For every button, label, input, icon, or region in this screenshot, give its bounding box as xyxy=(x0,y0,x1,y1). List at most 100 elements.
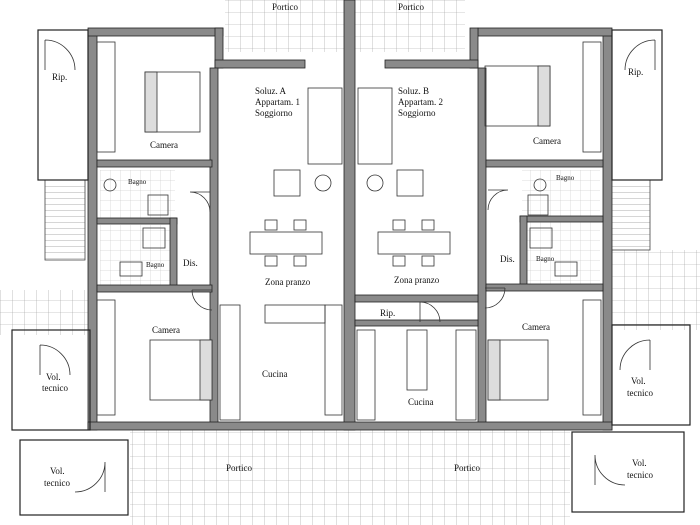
kitchen-island-b xyxy=(406,329,428,391)
armchair-a xyxy=(273,169,301,197)
label-bagno-mid-right: Bagno xyxy=(536,255,555,263)
side-table-b xyxy=(366,174,384,192)
label-portico-bottom-left: Portico xyxy=(226,463,252,473)
furniture xyxy=(96,41,602,421)
chair-b3 xyxy=(392,255,406,267)
label-zona-pranzo-left: Zona pranzo xyxy=(265,277,311,287)
vol-tecnico-right-bottom-box xyxy=(571,431,685,513)
wall-top-living-a xyxy=(214,59,306,69)
vol-tecnico-left-top-box xyxy=(11,329,91,431)
label-camera-top-right: Camera xyxy=(533,136,561,146)
kitchen-counter-b xyxy=(356,329,376,421)
chair-b1 xyxy=(392,219,406,231)
sofa-b xyxy=(357,87,393,165)
wall-bed1-bottom-left xyxy=(96,159,213,168)
walls xyxy=(87,0,613,431)
label-bagno-mid-left: Bagno xyxy=(146,261,165,269)
vol-tecnico-rooms xyxy=(11,29,691,516)
bed-bottom-right-pillow xyxy=(487,339,501,401)
label-portico-top-right: Portico xyxy=(398,2,424,12)
sofa-a xyxy=(307,87,343,165)
label-vol-tecnico-left-top-2: tecnico xyxy=(42,383,68,393)
hatched-floors xyxy=(100,170,600,285)
label-camera-bottom-right: Camera xyxy=(522,322,550,332)
sink-top-left xyxy=(103,178,117,192)
label-unit-a-line2: Appartam. 1 xyxy=(255,97,300,107)
bath-top-left-floor xyxy=(100,170,175,218)
label-vol-tecnico-right-top-1: Vol. xyxy=(631,376,646,386)
label-zona-pranzo-right: Zona pranzo xyxy=(394,275,440,285)
label-unit-b-line2: Appartam. 2 xyxy=(398,97,443,107)
door-bed2-right xyxy=(484,287,506,309)
door-vol-left xyxy=(39,344,71,376)
bath-mid-left-floor xyxy=(100,225,175,285)
wall-left-outer xyxy=(87,29,98,431)
door-bath-right xyxy=(487,189,509,211)
dining-table-a xyxy=(249,231,323,255)
label-unit-b-line3: Soggiorno xyxy=(398,108,436,118)
label-vol-tecnico-right-bottom-1: Vol. xyxy=(632,458,647,468)
bidet-mid-left xyxy=(119,261,143,277)
kitchen-counter-a-wall xyxy=(219,304,241,421)
label-vol-tecnico-left-top-1: Vol. xyxy=(46,372,61,382)
label-vol-tecnico-right-bottom-2: tecnico xyxy=(627,470,653,480)
door-bed2-left xyxy=(191,289,213,311)
wall-bed1-bottom-right xyxy=(485,159,604,168)
wall-top-right xyxy=(477,27,613,37)
label-camera-bottom-left: Camera xyxy=(152,325,180,335)
label-portico-top-left: Portico xyxy=(272,2,298,12)
label-vol-tecnico-right-top-2: tecnico xyxy=(627,388,653,398)
portico-bottom-area xyxy=(130,430,570,525)
kitchen-table-a xyxy=(264,304,326,324)
bed-top-right-pillow xyxy=(537,65,551,127)
label-portico-bottom-right: Portico xyxy=(454,463,480,473)
label-rip-left: Rip. xyxy=(52,72,67,82)
rip-right-box xyxy=(611,29,663,181)
chair-a3 xyxy=(264,255,278,267)
wall-bath1-bottom-right xyxy=(519,215,604,223)
door-vol-left-bottom xyxy=(74,461,106,493)
wall-bath1-bottom-left xyxy=(96,217,178,225)
wall-center xyxy=(343,0,356,431)
label-dis-left: Dis. xyxy=(183,258,198,268)
wardrobe-top-right xyxy=(582,41,602,153)
wall-bath-side-left xyxy=(169,217,178,289)
room-labels: Portico Portico Rip. Rip. Soluz. A Appar… xyxy=(42,2,653,488)
vol-tecnico-left-bottom-box xyxy=(19,439,129,516)
wall-bottom xyxy=(87,421,613,431)
label-unit-a-line1: Soluz. A xyxy=(255,86,287,96)
label-cucina-right: Cucina xyxy=(408,397,434,407)
label-bagno-top-right: Bagno xyxy=(556,174,575,182)
label-camera-top-left: Camera xyxy=(150,140,178,150)
wall-dining-b-bottom xyxy=(354,294,479,303)
kitchen-counter-b-wall xyxy=(455,329,477,421)
wardrobe-bottom-right xyxy=(582,299,602,416)
door-rip-left xyxy=(44,39,76,71)
label-dis-right: Dis. xyxy=(500,254,515,264)
shower-mid-left xyxy=(142,227,166,249)
side-table-a xyxy=(314,174,332,192)
stairs-left xyxy=(44,179,86,261)
rip-left-box xyxy=(37,29,89,181)
label-rip-right: Rip. xyxy=(628,67,643,77)
label-vol-tecnico-left-bottom-1: Vol. xyxy=(50,466,65,476)
kitchen-counter-a xyxy=(324,304,343,416)
door-vol-right-bottom xyxy=(594,454,626,486)
bed-bottom-left-pillow xyxy=(199,339,213,401)
bath-mid-right-floor xyxy=(522,222,600,284)
label-unit-a-line3: Soggiorno xyxy=(255,108,293,118)
chair-a1 xyxy=(264,219,278,231)
label-rip-center: Rip. xyxy=(380,308,395,318)
wall-bed2-top-right xyxy=(485,283,604,292)
chair-a2 xyxy=(293,219,307,231)
label-unit-b-line1: Soluz. B xyxy=(398,86,429,96)
doors xyxy=(39,39,656,493)
shower-top-right xyxy=(527,194,549,216)
door-vol-right xyxy=(619,339,651,371)
wall-top-left xyxy=(87,27,224,37)
wall-top-living-b xyxy=(384,59,479,69)
door-bath-left xyxy=(189,191,211,213)
chair-b4 xyxy=(421,255,435,267)
right-terrace xyxy=(610,250,700,330)
